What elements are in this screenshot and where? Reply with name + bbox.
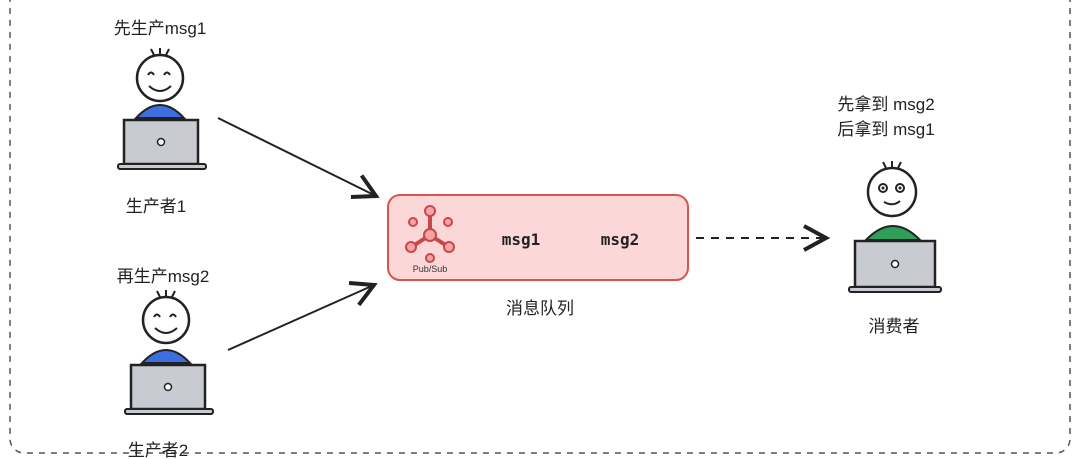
queue-message-msg2: msg2	[600, 230, 640, 249]
consumer-figure	[848, 161, 942, 293]
arrow-producer1-to-queue	[217, 117, 376, 196]
producer2-caption: 再生产msg2	[116, 267, 210, 286]
dashed-frame	[9, 0, 1071, 454]
consumer-caption-line2: 后拿到 msg1	[837, 120, 935, 139]
consumer-caption-line1: 先拿到 msg2	[837, 95, 935, 114]
producer2-figure	[124, 290, 214, 415]
producer1-label: 生产者1	[125, 197, 187, 216]
arrow-producer2-to-queue	[227, 285, 374, 351]
queue-label: 消息队列	[506, 299, 574, 318]
pubsub-label: Pub/Sub	[412, 264, 448, 274]
producer1-caption: 先生产msg1	[113, 19, 207, 38]
producer1-figure	[117, 48, 207, 170]
queue-message-msg1: msg1	[501, 230, 541, 249]
pubsub-icon	[405, 205, 455, 263]
consumer-label: 消费者	[868, 317, 920, 336]
consumer-caption: 先拿到 msg2 后拿到 msg1	[837, 92, 934, 142]
producer2-label: 生产者2	[127, 441, 189, 459]
message-queue-box	[387, 194, 689, 281]
